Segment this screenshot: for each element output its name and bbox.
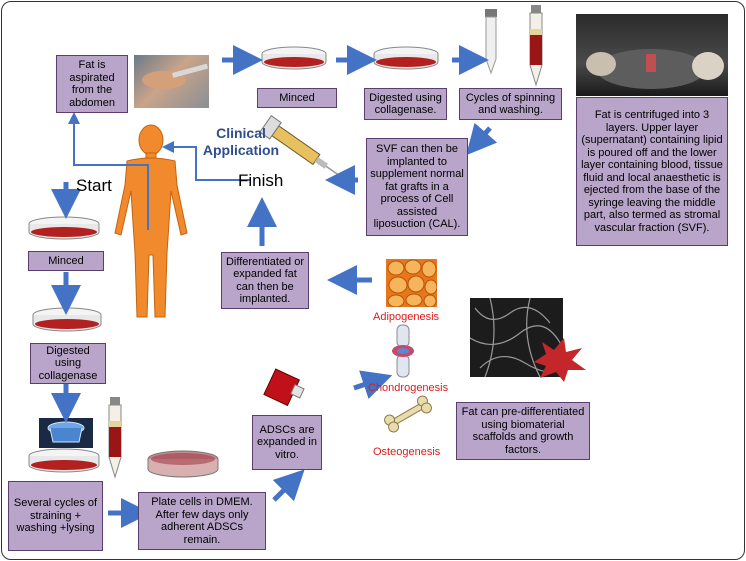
syringe-image [259, 115, 340, 177]
label-adipogenesis: Adipogenesis [373, 311, 440, 323]
label-clinical: Clinical [216, 125, 266, 141]
box-minced-left: Minced [28, 251, 104, 271]
box-centrifuged: Fat is centrifuged into 3 layers. Upper … [576, 97, 728, 246]
box-plate-cells: Plate cells in DMEM. After few days only… [138, 492, 266, 550]
dish-minced-top [261, 46, 327, 70]
cell-strainer-image [39, 418, 93, 448]
human-body-figure [114, 124, 188, 318]
box-cycles-spinning: Cycles of spinning and washing. [459, 88, 562, 120]
bone-image [384, 395, 432, 433]
label-clinical-application: Clinical Application [198, 125, 284, 159]
box-adscs-expanded: ADSCs are expanded in vitro. [252, 415, 322, 470]
flask-image [263, 368, 305, 407]
differentiated-cells-image [534, 338, 586, 382]
box-several-cycles: Several cycles of straining + washing +l… [8, 481, 103, 551]
dish-plated-cells [147, 450, 219, 478]
label-application: Application [202, 142, 280, 158]
label-osteogenesis: Osteogenesis [373, 446, 441, 458]
liposuction-photo [134, 55, 209, 108]
box-svf-implanted: SVF can then be implanted to supplement … [366, 138, 468, 236]
blood-tube-top [529, 5, 543, 87]
box-digested-left: Digested using collagenase [30, 343, 106, 384]
box-predifferentiated: Fat can pre-differentiated using biomate… [456, 402, 590, 460]
label-start: Start [76, 176, 112, 195]
blood-tube-left [108, 397, 122, 479]
box-fat-aspirated: Fat is aspirated from the abdomen [56, 55, 128, 113]
label-chondrogenesis: Chondrogenesis [368, 382, 449, 394]
centrifuge-photo [576, 14, 728, 96]
cartilage-joint-image [392, 324, 414, 378]
dish-strained [28, 448, 100, 473]
dish-digested-top [373, 46, 439, 70]
box-minced-top: Minced [257, 88, 337, 108]
label-finish: Finish [238, 171, 284, 190]
box-digested-top: Digested using collagenase. [364, 88, 447, 120]
dish-digested-left [32, 307, 102, 332]
adipocytes-image [386, 259, 437, 307]
box-differentiated: Differentiated or expanded fat can then … [221, 252, 309, 309]
